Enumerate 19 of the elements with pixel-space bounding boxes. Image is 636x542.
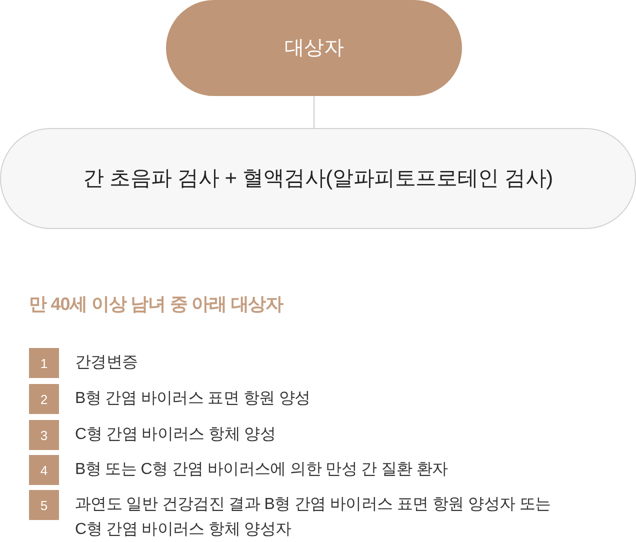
section-heading: 만 40세 이상 남녀 중 아래 대상자	[29, 293, 284, 315]
number-square	[29, 455, 59, 485]
pill-label: 대상자	[284, 36, 344, 60]
number-square	[29, 490, 59, 520]
exam-pill	[0, 128, 636, 229]
criterion-text: 간경변증	[75, 353, 138, 373]
step-number: 5	[40, 498, 48, 512]
criterion-text: B형 간염 바이러스 표면 항원 양성	[75, 389, 310, 409]
criterion-text: C형 간염 바이러스 항체 양성	[75, 425, 276, 445]
number-square	[29, 348, 59, 378]
criterion-text: B형 또는 C형 간염 바이러스에 의한 만성 간 질환 환자	[75, 460, 448, 480]
criterion-text: 과연도 일반 건강검진 결과 B형 간염 바이러스 표면 항원 양성자 또는 C형 간염 바이러스 항체 양성자	[75, 495, 552, 540]
step-number: 4	[40, 464, 48, 476]
step-number: 1	[40, 356, 48, 370]
pill-label: 간 초음파 검사 + 혈액검사(알파피토프로테인 검사)	[83, 166, 553, 192]
step-number: 3	[40, 428, 48, 442]
step-number: 2	[40, 392, 48, 406]
number-square	[29, 420, 59, 450]
number-square	[29, 384, 59, 414]
